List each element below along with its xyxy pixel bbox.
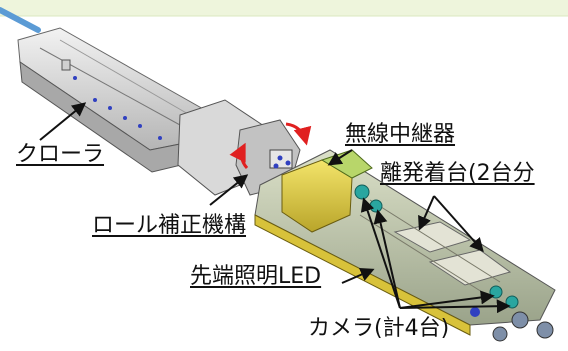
arrow-cam-4 (399, 299, 511, 314)
arrow-cam-3 (399, 290, 495, 309)
label-tip-led: 先端照明LED (190, 264, 322, 289)
arrow-repeater (327, 149, 353, 166)
arrow-platform-1 (418, 195, 435, 231)
arrow-crawler (39, 102, 87, 141)
cable (0, 7, 41, 33)
arrow-led (341, 268, 375, 284)
header-band (0, 0, 568, 16)
arrow-roll (209, 174, 249, 206)
arrow-cam-1 (360, 197, 401, 309)
callout-arrows (39, 102, 511, 314)
label-roll-correction: ロール補正機構 (92, 213, 247, 238)
label-crawler: クローラ (16, 142, 105, 167)
label-separation-platform: 離発着台(2台分 (380, 161, 535, 186)
label-wireless-repeater: 無線中継器 (345, 122, 456, 147)
arrow-cam-2 (373, 209, 401, 309)
label-cameras: カメラ(計4台) (308, 316, 450, 341)
arrow-platform-2 (433, 195, 484, 253)
